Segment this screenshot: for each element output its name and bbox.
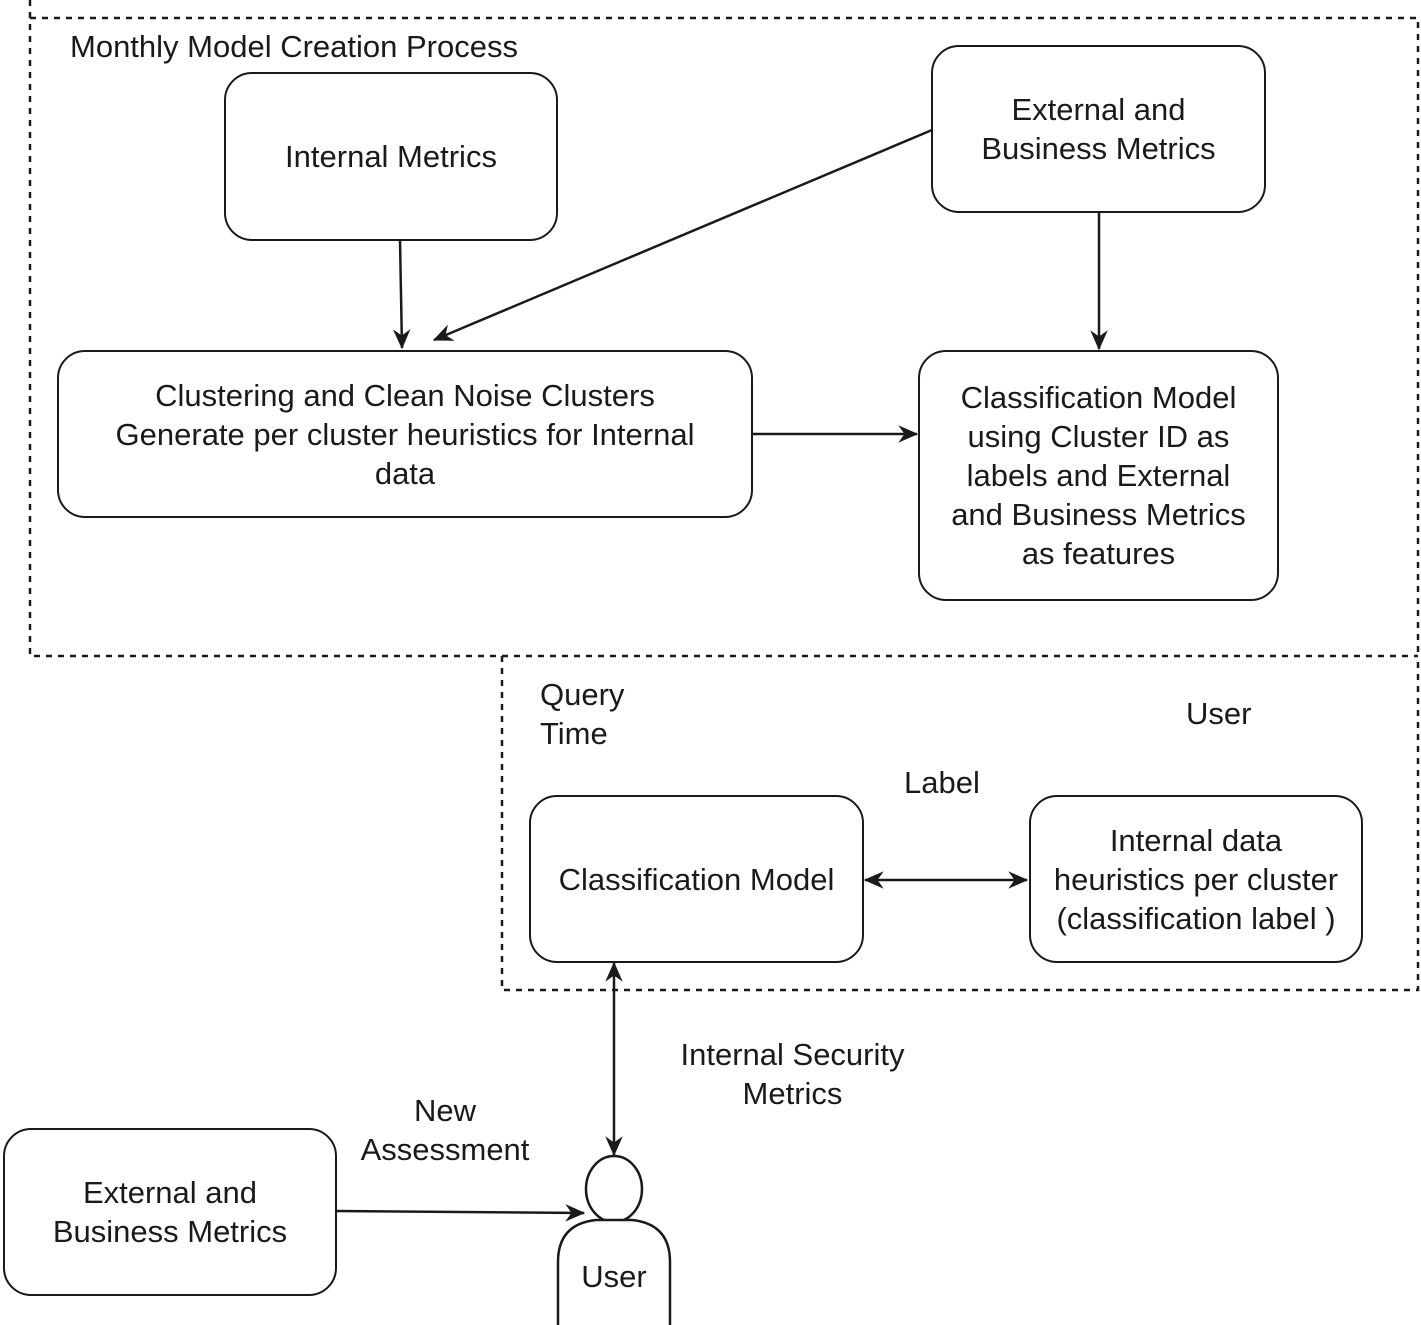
query-time-user-label: User xyxy=(1186,696,1252,731)
edge-external-to-clustering xyxy=(432,128,933,342)
node-external-business-metrics-top: External and Business Metrics xyxy=(931,45,1266,213)
monthly-group-border xyxy=(28,0,1420,658)
node-classification-model-training: Classification Model using Cluster ID as… xyxy=(918,350,1279,601)
edge-label-internal-security-metrics: Internal Security Metrics xyxy=(680,1037,905,1111)
node-external-business-metrics-bottom: External and Business Metrics xyxy=(3,1128,337,1296)
edge-label-label: Label xyxy=(904,765,980,800)
edge-external-to-user xyxy=(335,1204,586,1222)
node-clustering: Clustering and Clean Noise Clusters Gene… xyxy=(57,350,753,518)
monthly-group-title: Monthly Model Creation Process xyxy=(70,29,518,64)
user-icon xyxy=(556,1154,672,1325)
node-classification-model: Classification Model xyxy=(529,795,864,963)
query-time-group-title: Query Time xyxy=(540,677,625,751)
node-internal-data-heuristics: Internal data heuristics per cluster (cl… xyxy=(1029,795,1363,963)
node-internal-metrics: Internal Metrics xyxy=(224,72,558,241)
edge-label-new-assessment: New Assessment xyxy=(360,1093,530,1167)
user-actor-label: User xyxy=(581,1259,647,1294)
query-time-group-border xyxy=(500,656,1420,992)
edge-internal-to-clustering xyxy=(392,239,411,350)
